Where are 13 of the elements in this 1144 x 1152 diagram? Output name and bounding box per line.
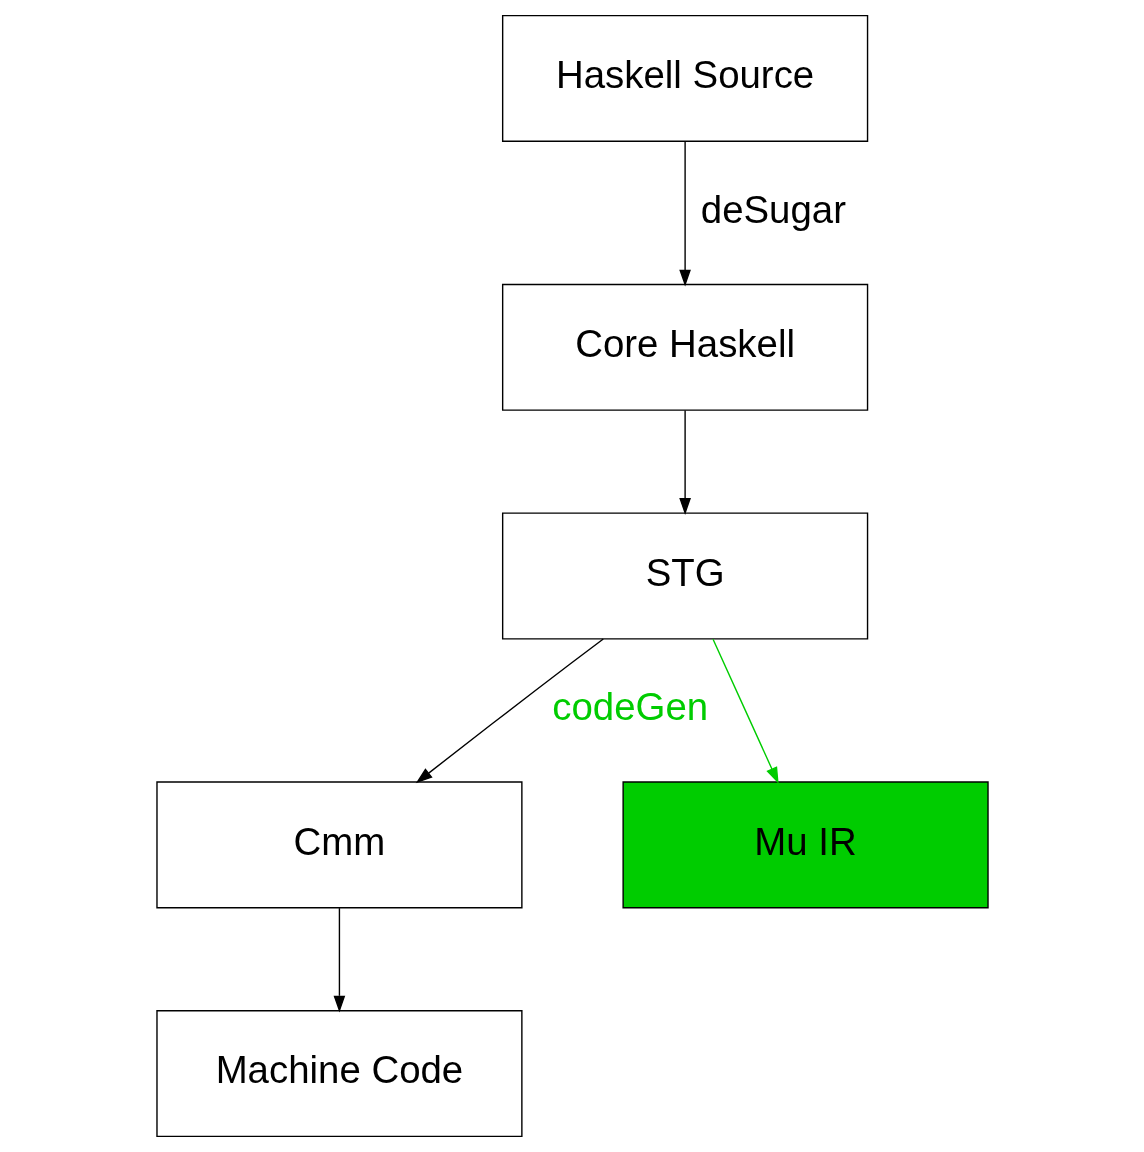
arrow xyxy=(333,907,345,1013)
node-box: Cmm xyxy=(155,781,523,909)
node-box: STG xyxy=(501,512,868,640)
node-box: Core Haskell xyxy=(501,283,868,411)
edge-label: deSugar xyxy=(700,187,846,231)
node-box: Mu IR xyxy=(621,781,989,909)
edge-label: codeGen xyxy=(551,685,708,729)
arrow xyxy=(678,409,691,515)
arrow xyxy=(711,638,779,784)
node-box: Haskell Source xyxy=(501,14,868,142)
node-box: Machine Code xyxy=(155,1010,523,1138)
arrow xyxy=(415,638,604,784)
arrow xyxy=(678,141,691,287)
